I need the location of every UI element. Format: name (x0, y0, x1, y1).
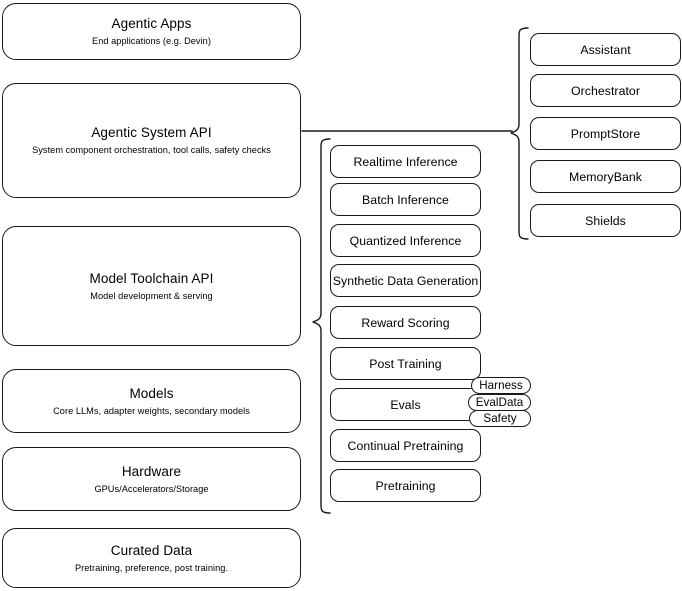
component-orchestrator[interactable]: Orchestrator (530, 74, 681, 107)
component-label: Pretraining (375, 478, 436, 493)
component-shields[interactable]: Shields (530, 204, 681, 237)
component-memorybank[interactable]: MemoryBank (530, 160, 681, 193)
layer-subtitle: End applications (e.g. Devin) (92, 36, 211, 46)
component-realtime-inference[interactable]: Realtime Inference (330, 145, 481, 178)
eval-tag-safety[interactable]: Safety (469, 410, 531, 427)
eval-tag-label: EvalData (475, 396, 524, 409)
component-label: MemoryBank (569, 169, 642, 184)
layer-title: Model Toolchain API (89, 270, 214, 286)
layer-subtitle: System component orchestration, tool cal… (32, 145, 271, 155)
component-continual-pretraining[interactable]: Continual Pretraining (330, 429, 481, 462)
component-post-training[interactable]: Post Training (330, 347, 481, 380)
component-batch-inference[interactable]: Batch Inference (330, 183, 481, 216)
layer-title: Curated Data (110, 542, 193, 558)
eval-tag-harness[interactable]: Harness (471, 377, 531, 394)
component-label: Post Training (369, 356, 442, 371)
component-label: Shields (585, 213, 626, 228)
layer-curated-data[interactable]: Curated Data Pretraining, preference, po… (2, 528, 301, 588)
component-label: Realtime Inference (353, 154, 458, 169)
layer-subtitle: Model development & serving (90, 290, 213, 301)
component-label: Reward Scoring (361, 315, 450, 330)
layer-agentic-apps[interactable]: Agentic Apps End applications (e.g. Devi… (2, 3, 301, 60)
component-label: Quantized Inference (349, 233, 462, 248)
component-promptstore[interactable]: PromptStore (530, 117, 681, 150)
component-pretraining[interactable]: Pretraining (330, 469, 481, 502)
component-label: Batch Inference (362, 192, 449, 207)
component-quantized-inference[interactable]: Quantized Inference (330, 224, 481, 257)
component-label: Orchestrator (571, 83, 640, 98)
layer-title: Hardware (121, 463, 182, 479)
component-synthetic-data-generation[interactable]: Synthetic Data Generation (330, 264, 481, 297)
component-label: Assistant (580, 42, 631, 57)
layer-subtitle: Core LLMs, adapter weights, secondary mo… (53, 405, 250, 416)
layer-subtitle: GPUs/Accelerators/Storage (94, 483, 209, 494)
layer-title: Agentic System API (91, 125, 212, 140)
brace-toolchain-components (312, 138, 331, 514)
component-label: Synthetic Data Generation (332, 273, 479, 288)
component-label: Evals (390, 397, 421, 412)
component-label: PromptStore (570, 126, 641, 141)
layer-title: Models (129, 385, 174, 401)
component-assistant[interactable]: Assistant (530, 33, 681, 66)
eval-tag-label: Safety (483, 412, 517, 425)
layer-models[interactable]: Models Core LLMs, adapter weights, secon… (2, 369, 301, 433)
layer-hardware[interactable]: Hardware GPUs/Accelerators/Storage (2, 447, 301, 511)
component-label: Continual Pretraining (347, 438, 464, 453)
component-evals[interactable]: Evals (330, 388, 481, 421)
eval-tag-evaldata[interactable]: EvalData (468, 394, 531, 411)
layer-title: Agentic Apps (111, 16, 192, 31)
layer-model-toolchain-api[interactable]: Model Toolchain API Model development & … (2, 226, 301, 346)
component-reward-scoring[interactable]: Reward Scoring (330, 306, 481, 339)
layer-subtitle: Pretraining, preference, post training. (74, 562, 229, 573)
layer-agentic-system-api[interactable]: Agentic System API System component orch… (2, 83, 301, 198)
brace-agentic-components (510, 27, 529, 240)
eval-tag-label: Harness (479, 379, 523, 392)
